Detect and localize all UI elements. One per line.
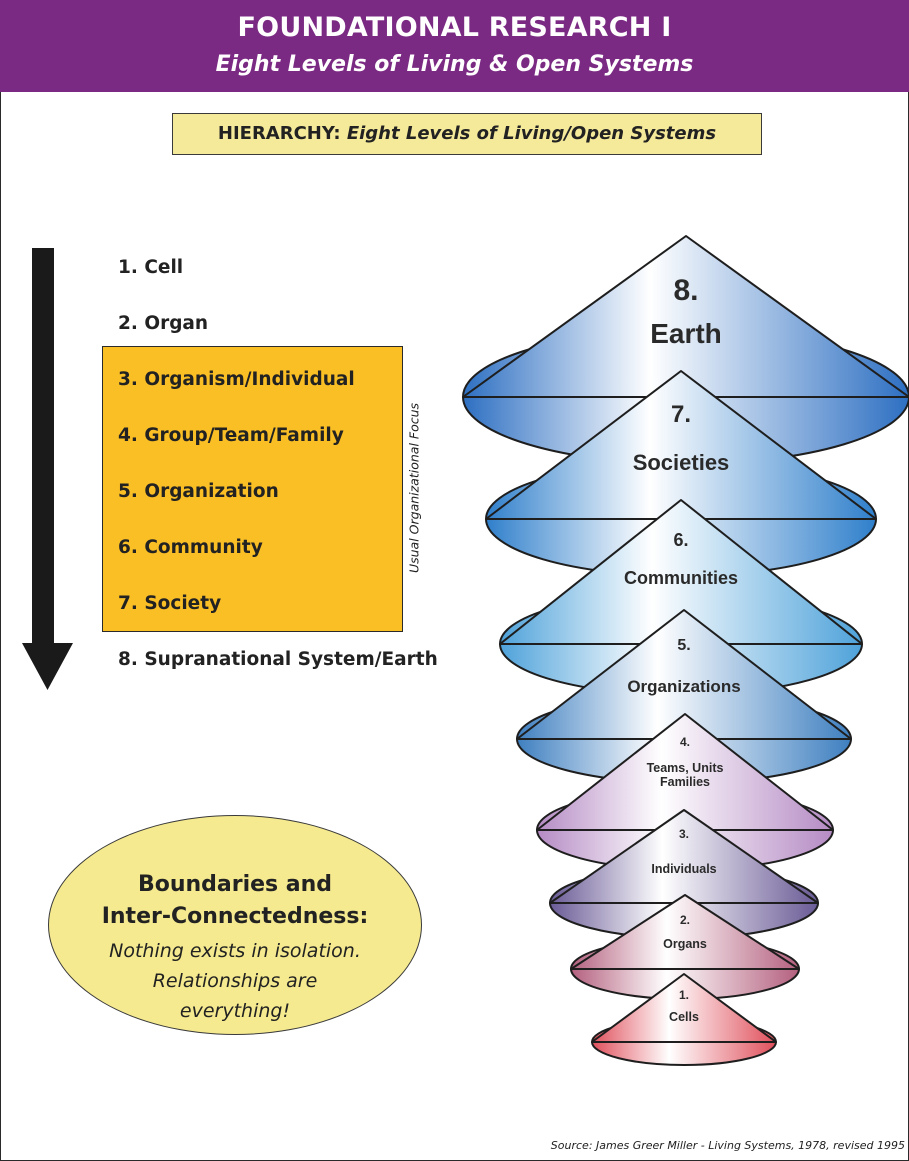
cone-number-7: 7. bbox=[671, 401, 691, 428]
boundaries-body-line1: Nothing exists in isolation. bbox=[109, 940, 361, 962]
cone-number-8: 8. bbox=[673, 274, 698, 307]
level-8: 8. Supranational System/Earth bbox=[118, 649, 438, 670]
level-7: 7. Society bbox=[118, 593, 222, 614]
cone-number-2: 2. bbox=[680, 913, 690, 927]
level-2: 2. Organ bbox=[118, 313, 209, 334]
level-1: 1. Cell bbox=[118, 257, 184, 278]
header-banner: FOUNDATIONAL RESEARCH I Eight Levels of … bbox=[0, 0, 909, 92]
boundaries-title-line1: Boundaries and bbox=[137, 872, 333, 897]
cone-label-7: Societies bbox=[633, 450, 730, 475]
boundaries-title-line2: Inter-Connectedness: bbox=[101, 904, 369, 929]
cone-number-4: 4. bbox=[680, 735, 690, 749]
boundaries-body-line2: Relationships are bbox=[152, 970, 318, 992]
cone-number-3: 3. bbox=[679, 827, 689, 841]
cone-level-1: 1. Cells bbox=[591, 973, 777, 1066]
level-5: 5. Organization bbox=[118, 481, 279, 502]
cone-label-2: Organs bbox=[663, 937, 707, 951]
cone-number-1: 1. bbox=[679, 988, 689, 1002]
cone-body-1 bbox=[591, 973, 777, 1043]
cone-body-2 bbox=[570, 894, 800, 970]
cone-body-8 bbox=[462, 235, 909, 398]
cone-number-6: 6. bbox=[673, 530, 688, 550]
hierarchy-label-box: HIERARCHY: Eight Levels of Living/Open S… bbox=[172, 113, 762, 155]
boundaries-body-line3: everything! bbox=[179, 1000, 291, 1022]
cone-label-8: Earth bbox=[650, 318, 722, 349]
cone-label-1: Cells bbox=[669, 1010, 699, 1024]
hierarchy-label: HIERARCHY: bbox=[217, 123, 341, 144]
cone-label-3: Individuals bbox=[651, 862, 716, 876]
hierarchy-italic-label: Eight Levels of Living/Open Systems bbox=[346, 123, 717, 144]
organizational-focus-box bbox=[102, 346, 403, 632]
cone-label-4: Teams, Units bbox=[647, 761, 724, 775]
cone-label-5: Organizations bbox=[627, 677, 740, 696]
cone-label-6: Communities bbox=[624, 568, 738, 588]
down-arrow-icon bbox=[22, 248, 73, 690]
level-4: 4. Group/Team/Family bbox=[118, 425, 344, 446]
cone-number-5: 5. bbox=[677, 637, 690, 654]
level-6: 6. Community bbox=[118, 537, 263, 558]
page-title: FOUNDATIONAL RESEARCH I bbox=[237, 12, 672, 43]
boundaries-ellipse bbox=[48, 815, 422, 1035]
level-3: 3. Organism/Individual bbox=[118, 369, 355, 390]
source-citation: Source: James Greer Miller - Living Syst… bbox=[550, 1139, 905, 1152]
cone-label2-4: Families bbox=[660, 775, 710, 789]
page-subtitle: Eight Levels of Living & Open Systems bbox=[215, 52, 694, 77]
cone-level-2: 2. Organs bbox=[570, 894, 800, 1000]
